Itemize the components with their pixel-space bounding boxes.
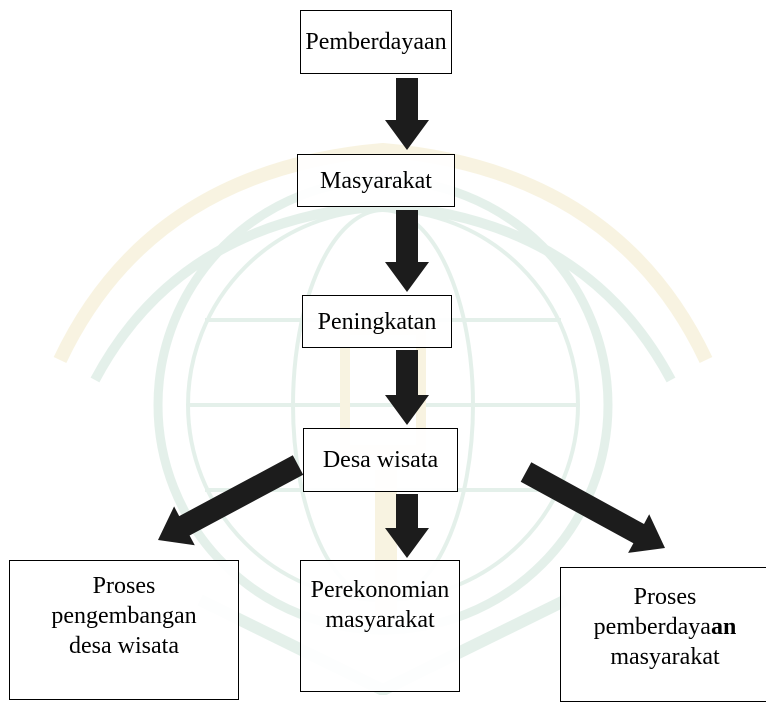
arrow-pemberdayaan-to-masyarakat	[385, 78, 429, 150]
node-masyarakat-label: Masyarakat	[320, 167, 432, 194]
node-perekonomian-line1: Perekonomian	[310, 577, 450, 603]
node-proses-pemberdayaan-line1: Proses	[633, 584, 697, 610]
node-proses-pengembangan-line3: desa wisata	[69, 633, 179, 659]
node-proses-pemberdayaan-line3: masyarakat	[610, 644, 720, 670]
node-proses-pemberdayaan-line2-bold: an	[710, 614, 737, 640]
node-proses-pengembangan: Proses pengembangan desa wisata	[9, 560, 239, 700]
node-proses-pengembangan-line1: Proses	[92, 573, 156, 599]
node-pemberdayaan: Pemberdayaan	[300, 10, 452, 74]
node-pemberdayaan-label: Pemberdayaan	[305, 29, 447, 55]
node-proses-pengembangan-line2: pengembangan	[51, 603, 197, 629]
arrow-desa-wisata-to-proses-pengembangan	[158, 455, 304, 546]
arrow-layer	[158, 78, 665, 558]
node-perekonomian-line2: masyarakat	[325, 607, 435, 633]
node-peningkatan: Peningkatan	[302, 295, 452, 348]
node-desa-wisata: Desa wisata	[303, 428, 458, 492]
node-peningkatan-label: Peningkatan	[317, 308, 437, 335]
node-proses-pemberdayaan: Proses pemberdayaan masyarakat	[560, 567, 766, 702]
node-masyarakat: Masyarakat	[297, 154, 455, 207]
node-perekonomian: Perekonomian masyarakat	[300, 560, 460, 692]
node-desa-wisata-label: Desa wisata	[322, 447, 439, 473]
node-proses-pemberdayaan-line2: pemberdayaan	[594, 612, 737, 642]
node-proses-pemberdayaan-line2-plain: pemberdaya	[593, 614, 711, 640]
arrow-desa-wisata-to-proses-pemberdayaan	[520, 462, 665, 553]
arrow-masyarakat-to-peningkatan	[385, 210, 429, 292]
arrow-peningkatan-to-desa-wisata	[385, 350, 429, 425]
arrow-desa-wisata-to-perekonomian	[385, 494, 429, 558]
